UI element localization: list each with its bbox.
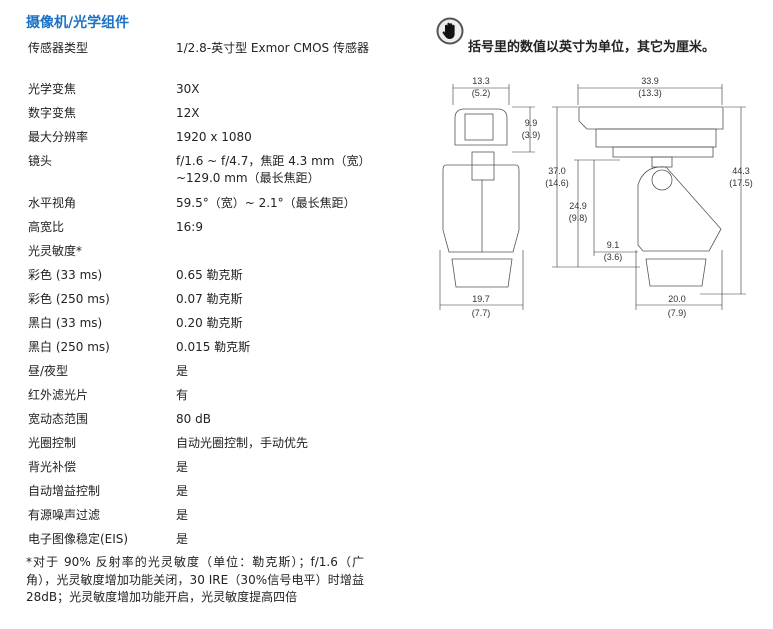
spec-label: 高宽比: [28, 220, 65, 234]
footnote: *对于 90% 反射率的光灵敏度（单位：勒克斯）；f/1.6（广角），光灵敏度增…: [26, 555, 364, 604]
dim-front-housing: 9.9: [525, 118, 538, 128]
spec-value: 是: [176, 364, 189, 378]
spec-label: 光学变焦: [28, 82, 77, 96]
spec-label: 昼/夜型: [28, 364, 69, 378]
spec-label: 最大分辨率: [28, 130, 89, 144]
spec-label: 黑白 (250 ms): [28, 340, 110, 354]
dim-side-mount: 24.9: [569, 201, 587, 211]
spec-label: 宽动态范围: [28, 412, 89, 426]
dim-side-height: 37.0: [548, 166, 566, 176]
dim-front-bottom: 19.7: [472, 294, 490, 304]
spec-value: 0.015 勒克斯: [176, 340, 251, 354]
hand-stop-icon: [436, 17, 464, 49]
spec-label: 水平视角: [28, 196, 77, 210]
dimension-lines: [439, 84, 746, 310]
spec-value: 59.5°（宽）~ 2.1°（最长焦距）: [176, 196, 356, 210]
spec-label: 彩色 (250 ms): [28, 292, 110, 306]
dim-side-top-in: (13.3): [638, 88, 662, 98]
spec-value: 自动光圈控制，手动优先: [176, 436, 309, 450]
spec-label: 有源噪声过滤: [28, 508, 101, 522]
spec-label: 黑白 (33 ms): [28, 316, 103, 330]
spec-label: 彩色 (33 ms): [28, 268, 103, 282]
spec-value: 是: [176, 508, 189, 522]
notice-text: 括号里的数值以英寸为单位，其它为厘米。: [468, 40, 716, 55]
spec-value: 0.07 勒克斯: [176, 292, 243, 306]
dim-side-mount-in: (9.8): [569, 213, 588, 223]
spec-value: 是: [176, 532, 189, 546]
dim-side-height-in: (14.6): [545, 178, 569, 188]
spec-value: 0.65 勒克斯: [176, 268, 243, 282]
dim-side-bottom: 20.0: [668, 294, 686, 304]
spec-label: 光圈控制: [28, 436, 77, 450]
dim-side-offset: 9.1: [607, 240, 620, 250]
spec-value: 是: [176, 484, 189, 498]
spec-value: 80 dB: [176, 412, 211, 426]
spec-value: 有: [176, 388, 189, 402]
camera-side-view: [578, 106, 724, 287]
spec-value: 1920 x 1080: [176, 130, 252, 144]
spec-value: 12X: [176, 106, 200, 120]
spec-label: 红外滤光片: [28, 388, 89, 402]
spec-label: 自动增益控制: [28, 484, 101, 498]
dim-front-top-in: (5.2): [472, 88, 491, 98]
spec-label: 传感器类型: [28, 41, 89, 55]
spec-value: 1/2.8-英寸型 Exmor CMOS 传感器: [176, 41, 369, 55]
spec-value: 0.20 勒克斯: [176, 316, 243, 330]
spec-label: 镜头: [28, 154, 53, 168]
dim-front-bottom-in: (7.7): [472, 308, 491, 318]
spec-value: 是: [176, 460, 189, 474]
section-title: 摄像机/光学组件: [26, 15, 130, 31]
dim-front-top: 13.3: [472, 76, 490, 86]
camera-front-view: [442, 108, 520, 288]
dim-side-total-in: (17.5): [729, 178, 753, 188]
dim-side-offset-in: (3.6): [604, 252, 623, 262]
spec-value: f/1.6 ~ f/4.7，焦距 4.3 mm（宽）~129.0 mm（最长焦距…: [176, 154, 371, 185]
spec-label: 背光补偿: [28, 460, 77, 474]
spec-label: 光灵敏度*: [28, 244, 83, 258]
dim-side-total: 44.3: [732, 166, 750, 176]
dim-side-top: 33.9: [641, 76, 659, 86]
spec-value: 16:9: [176, 220, 203, 234]
dim-side-bottom-in: (7.9): [668, 308, 687, 318]
dim-front-housing-in: (3.9): [522, 130, 541, 140]
spec-value: 30X: [176, 82, 200, 96]
spec-label: 电子图像稳定(EIS): [28, 532, 129, 546]
spec-label: 数字变焦: [28, 106, 77, 120]
